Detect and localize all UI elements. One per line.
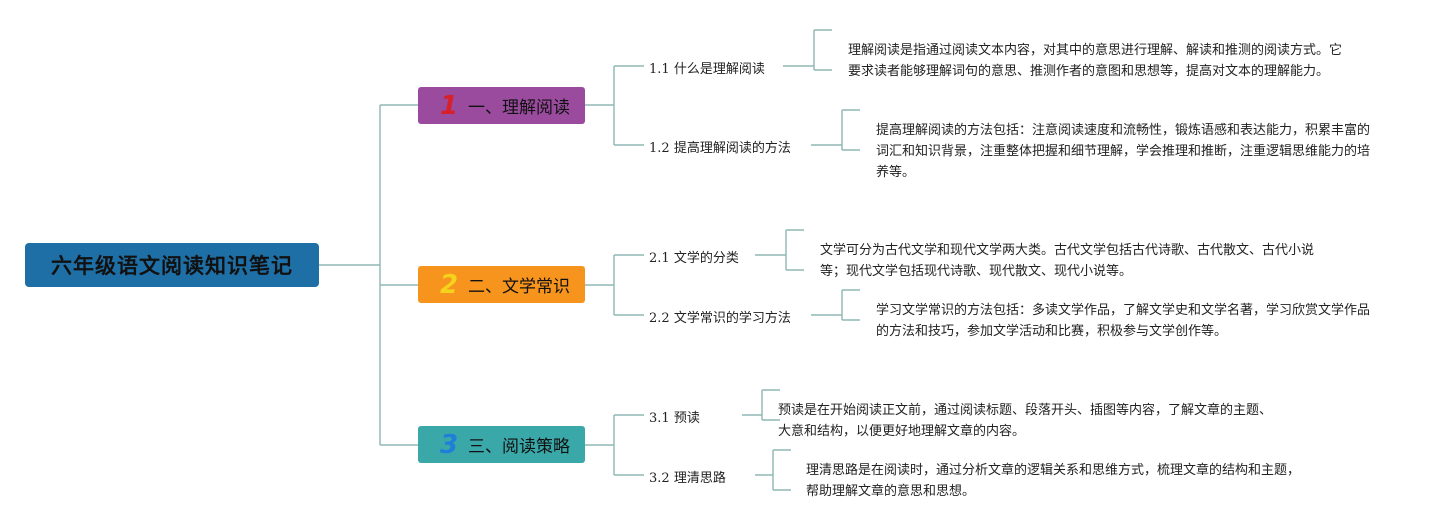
sub-label: 什么是理解阅读 [673, 62, 765, 77]
leaf-text-3-2: 理清思路是在阅读时，通过分析文章的逻辑关系和思维方式，梳理文章的结构和主题，帮助… [806, 463, 1301, 499]
sub-node-2-2[interactable]: 2.2 文学常识的学习方法 [649, 307, 791, 326]
sub-label: 文学常识的学习方法 [673, 311, 791, 326]
branch-label-1: 一、理解阅读 [468, 98, 570, 118]
sub-code: 2.1 [649, 251, 670, 266]
leaf-text-2-1: 文学可分为古代文学和现代文学两大类。古代文学包括古代诗歌、古代散文、古代小说等；… [820, 243, 1315, 279]
leaf-text-1-1: 理解阅读是指通过阅读文本内容，对其中的意思进行理解、解读和推测的阅读方式。它要求… [848, 43, 1343, 79]
root-node[interactable]: 六年级语文阅读知识笔记 [25, 243, 319, 287]
sub-node-3-1[interactable]: 3.1 预读 [649, 407, 700, 426]
branch-node-3[interactable]: 3 三、阅读策略 [418, 426, 585, 463]
root-title: 六年级语文阅读知识笔记 [51, 254, 293, 278]
branch-label-2: 二、文学常识 [468, 277, 570, 297]
branch-number-1: 1 [439, 90, 459, 121]
branch-number-2: 2 [439, 269, 459, 300]
branch-label-3: 三、阅读策略 [468, 437, 570, 457]
branch-node-2[interactable]: 2 二、文学常识 [418, 266, 585, 303]
sub-code: 1.1 [649, 62, 670, 77]
sub-code: 3.2 [649, 471, 670, 486]
leaf-text-1-2: 提高理解阅读的方法包括：注意阅读速度和流畅性，锻炼语感和表达能力，积累丰富的词汇… [876, 123, 1371, 180]
branch-number-3: 3 [439, 429, 459, 460]
sub-node-1-2[interactable]: 1.2 提高理解阅读的方法 [649, 137, 791, 156]
sub-code: 2.2 [649, 311, 670, 326]
sub-label: 预读 [673, 411, 700, 426]
sub-label: 提高理解阅读的方法 [673, 141, 791, 156]
sub-node-2-1[interactable]: 2.1 文学的分类 [649, 247, 739, 266]
sub-code: 3.1 [649, 411, 670, 426]
sub-code: 1.2 [649, 141, 670, 156]
leaf-text-2-2: 学习文学常识的方法包括：多读文学作品，了解文学史和文学名著，学习欣赏文学作品的方… [876, 303, 1371, 339]
sub-label: 文学的分类 [673, 251, 739, 266]
leaf-text-3-1: 预读是在开始阅读正文前，通过阅读标题、段落开头、插图等内容，了解文章的主题、大意… [778, 403, 1273, 439]
branch-node-1[interactable]: 1 一、理解阅读 [418, 87, 585, 124]
sub-label: 理清思路 [673, 471, 726, 486]
sub-node-1-1[interactable]: 1.1 什么是理解阅读 [649, 58, 765, 77]
sub-node-3-2[interactable]: 3.2 理清思路 [649, 467, 726, 486]
